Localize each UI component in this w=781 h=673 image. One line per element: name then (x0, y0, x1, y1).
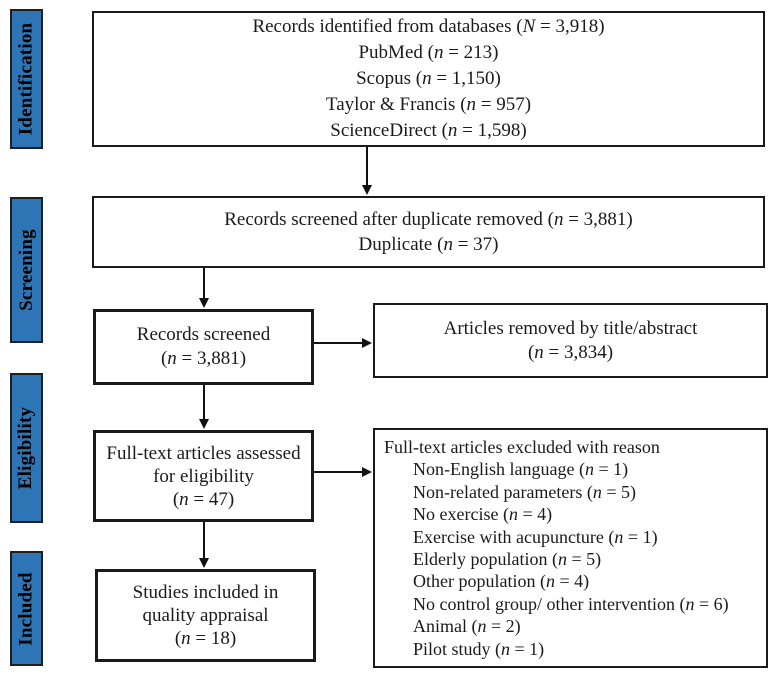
box-articles-removed-title-abstract: Articles removed by title/abstract (n = … (373, 303, 768, 378)
box-line: Studies included in (98, 581, 313, 604)
stage-label-included: Included (16, 572, 38, 645)
box-line: Taylor & Francis (n = 957) (94, 92, 763, 118)
box-line: Records screened after duplicate removed… (94, 207, 763, 232)
stage-bar-included: Included (10, 551, 43, 666)
box-studies-included: Studies included in quality appraisal (n… (95, 569, 316, 662)
box-fulltext-assessed: Full-text articles assessed for eligibil… (93, 430, 314, 522)
excluded-reason: Elderly population (n = 5) (384, 548, 760, 570)
box-line: Duplicate (n = 37) (94, 232, 763, 257)
stage-label-identification: Identification (16, 23, 38, 136)
box-line: (n = 3,881) (96, 347, 311, 371)
excluded-reason: No control group/ other intervention (n … (384, 593, 760, 615)
stage-bar-screening: Screening (10, 197, 43, 343)
box-line: (n = 47) (96, 488, 311, 511)
box-line: Records identified from databases (N = 3… (94, 14, 763, 40)
box-fulltext-excluded: Full-text articles excluded with reason … (373, 428, 768, 668)
down-arrow (203, 385, 205, 420)
excluded-reason: Non-English language (n = 1) (384, 458, 760, 480)
box-line: Articles removed by title/abstract (375, 317, 766, 341)
excluded-title: Full-text articles excluded with reason (384, 436, 760, 458)
right-arrow (314, 342, 363, 344)
box-line: quality appraisal (98, 604, 313, 627)
excluded-reason: Animal (n = 2) (384, 615, 760, 637)
box-line: Scopus (n = 1,150) (94, 66, 763, 92)
box-line: Full-text articles assessed (96, 442, 311, 465)
box-records-screened: Records screened (n = 3,881) (93, 309, 314, 385)
excluded-reason: Non-related parameters (n = 5) (384, 481, 760, 503)
excluded-reason: Pilot study (n = 1) (384, 638, 760, 660)
right-arrow (314, 471, 363, 473)
box-line: (n = 18) (98, 627, 313, 650)
box-records-identified: Records identified from databases (N = 3… (92, 11, 765, 147)
excluded-reason: Other population (n = 4) (384, 570, 760, 592)
box-line: Records screened (96, 323, 311, 347)
box-records-screened-duplicates: Records screened after duplicate removed… (92, 196, 765, 268)
down-arrow (366, 147, 368, 186)
down-arrow (203, 522, 205, 559)
excluded-reason: No exercise (n = 4) (384, 503, 760, 525)
box-line: (n = 3,834) (375, 341, 766, 365)
excluded-reason: Exercise with acupuncture (n = 1) (384, 526, 760, 548)
box-line: for eligibility (96, 465, 311, 488)
stage-bar-identification: Identification (10, 9, 43, 149)
box-line: PubMed (n = 213) (94, 40, 763, 66)
stage-bar-eligibility: Eligibility (10, 373, 43, 523)
down-arrow (203, 268, 205, 299)
box-line: ScienceDirect (n = 1,598) (94, 118, 763, 144)
stage-label-screening: Screening (16, 229, 38, 311)
stage-label-eligibility: Eligibility (16, 407, 38, 489)
